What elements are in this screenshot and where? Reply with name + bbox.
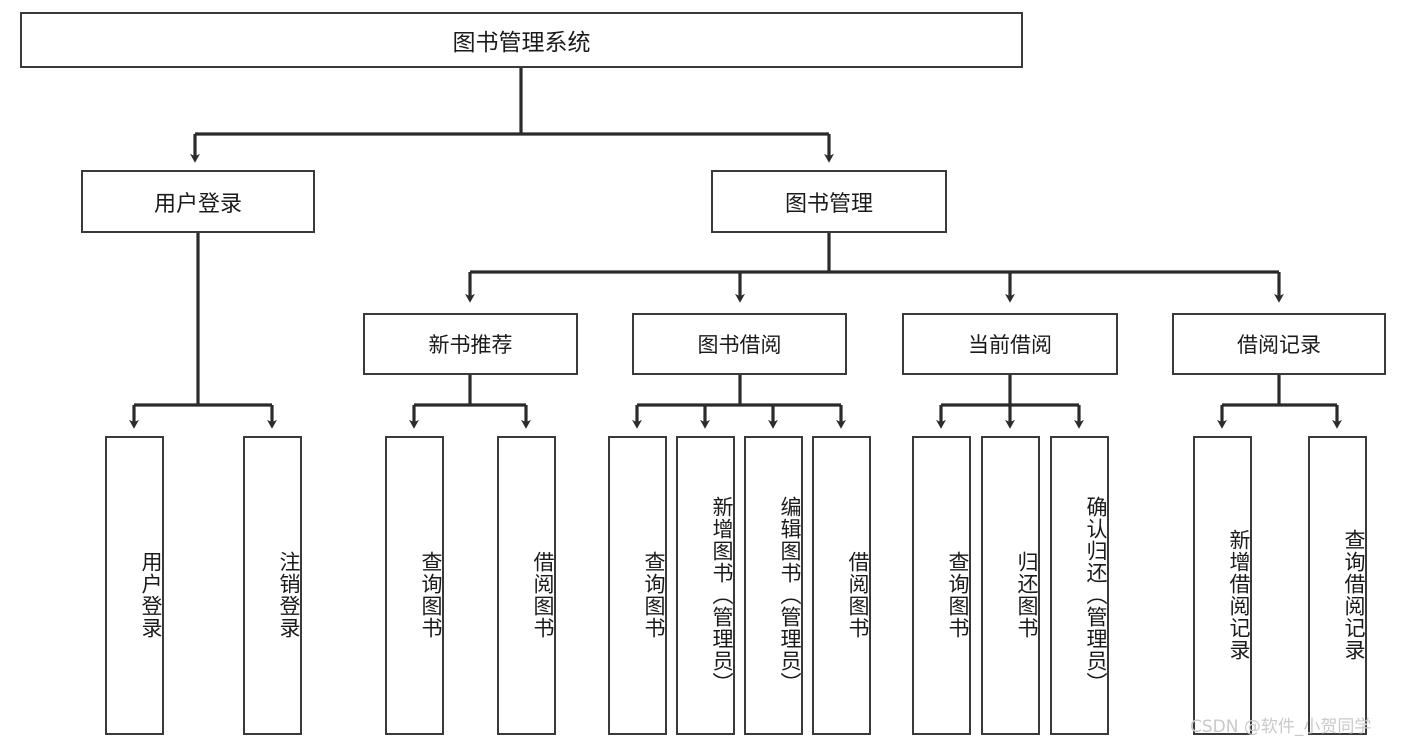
node-borrow-record[interactable]: 借阅记录 [1172, 313, 1386, 375]
node-label: 图书管理 [784, 191, 873, 217]
leaf-logout-login[interactable]: 注销登录 [243, 436, 302, 735]
node-label: 借阅记录 [1237, 333, 1321, 357]
node-label: 图书借阅 [697, 333, 782, 357]
leaf-borrow-book-recommend[interactable]: 借阅图书 [497, 436, 556, 735]
node-label: 确认归还（管理员） [1084, 495, 1108, 694]
node-label: 用户登录 [139, 550, 163, 639]
leaf-return-book[interactable]: 归还图书 [981, 436, 1040, 735]
node-current-borrow[interactable]: 当前借阅 [902, 313, 1118, 375]
node-label: 新书推荐 [428, 333, 513, 357]
leaf-add-borrow-record[interactable]: 新增借阅记录 [1193, 436, 1252, 735]
leaf-user-login[interactable]: 用户登录 [105, 436, 164, 735]
leaf-confirm-return-admin[interactable]: 确认归还（管理员） [1050, 436, 1109, 735]
node-new-book-recommend[interactable]: 新书推荐 [363, 313, 578, 375]
node-label: 归还图书 [1015, 550, 1039, 639]
leaf-query-book-recommend[interactable]: 查询图书 [385, 436, 444, 735]
node-label: 新增借阅记录 [1227, 528, 1251, 661]
leaf-query-book-borrow[interactable]: 查询图书 [608, 436, 667, 735]
node-book-management-system[interactable]: 图书管理系统 [20, 12, 1023, 68]
node-label: 当前借阅 [968, 333, 1052, 357]
csdn-watermark: CSDN @软件_小贺同学 [1190, 717, 1372, 737]
node-label: 借阅图书 [846, 550, 870, 639]
node-label: 借阅图书 [531, 550, 555, 639]
node-label: 注销登录 [277, 550, 301, 639]
leaf-query-book-current[interactable]: 查询图书 [912, 436, 971, 735]
node-label: 图书管理系统 [452, 30, 591, 56]
leaf-edit-book-admin[interactable]: 编辑图书（管理员） [744, 436, 803, 735]
node-label: 新增图书（管理员） [710, 495, 734, 694]
node-label: 查询图书 [419, 550, 443, 639]
leaf-query-borrow-record[interactable]: 查询借阅记录 [1308, 436, 1367, 735]
node-label: 查询图书 [642, 550, 666, 639]
node-user-login[interactable]: 用户登录 [81, 170, 315, 233]
leaf-add-book-admin[interactable]: 新增图书（管理员） [676, 436, 735, 735]
node-book-management[interactable]: 图书管理 [711, 170, 947, 233]
node-label: 查询图书 [946, 550, 970, 639]
node-book-borrow[interactable]: 图书借阅 [632, 313, 847, 375]
node-label: 编辑图书（管理员） [778, 495, 802, 694]
node-label: 用户登录 [153, 191, 242, 217]
node-label: 查询借阅记录 [1342, 528, 1366, 661]
leaf-borrow-book[interactable]: 借阅图书 [812, 436, 871, 735]
